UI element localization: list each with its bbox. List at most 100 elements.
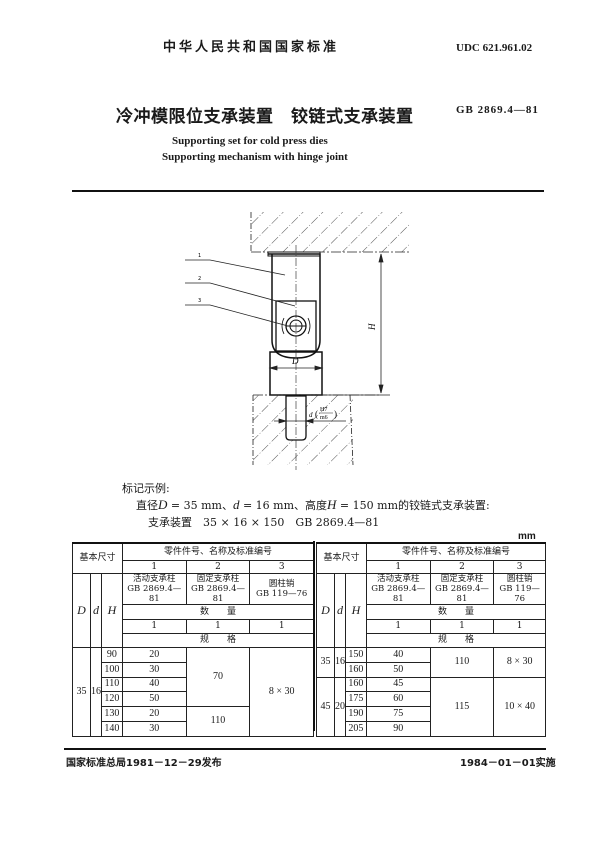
- cell-H: 140: [100, 720, 123, 737]
- part-num-3: 3: [249, 559, 314, 574]
- cell-H: 150: [344, 646, 367, 663]
- symbol-d: d: [232, 497, 240, 512]
- cell-H: 100: [100, 661, 123, 678]
- callout-2: 2: [198, 276, 201, 282]
- part-3-std: GB 119—76: [499, 583, 540, 604]
- symbol-D: D: [158, 497, 168, 512]
- dim-D-label: D: [291, 356, 299, 366]
- cell-p1: 50: [365, 661, 431, 678]
- text-diameter: 直径: [136, 499, 158, 512]
- cell-H: 120: [100, 690, 123, 707]
- part-2-title: 固定支承柱: [196, 573, 240, 584]
- cell-p2: 110: [185, 705, 251, 737]
- cell-p3: 10 × 40: [493, 676, 546, 737]
- spec-header: 规 格: [365, 632, 547, 648]
- cell-p2: 110: [429, 646, 495, 678]
- fit-paren-open: (: [315, 409, 318, 419]
- part-num-3: 3: [493, 559, 546, 574]
- cell-H: 160: [344, 661, 367, 678]
- cell-p1: 30: [121, 720, 187, 737]
- cell-d: 16: [89, 646, 102, 737]
- cell-H: 90: [100, 646, 123, 663]
- quantity-header: 数 量: [365, 603, 547, 620]
- cell-H: 205: [344, 720, 367, 737]
- part-3-title: 圆柱销: [268, 578, 295, 589]
- col-d-header: d: [333, 572, 346, 648]
- fit-shaft: m6: [320, 415, 328, 421]
- text-d-value: = 16 mm、高度: [239, 499, 328, 512]
- cell-H: 130: [100, 705, 123, 722]
- cell-p1: 75: [365, 705, 431, 722]
- spec-header: 规 格: [121, 632, 315, 648]
- qty-2: 1: [429, 618, 495, 634]
- cell-p1: 40: [365, 646, 431, 663]
- cell-D: 45: [316, 676, 335, 737]
- cell-p3: 8 × 30: [493, 646, 546, 678]
- callout-1: 1: [198, 253, 201, 259]
- dim-H-label: H: [367, 323, 377, 331]
- cell-H: 160: [344, 676, 367, 692]
- part-num-2: 2: [185, 559, 251, 574]
- marking-example-designation: 支承装置 35 × 16 × 150 GB 2869.4—81: [148, 516, 380, 529]
- basic-size-header: 基本尺寸: [72, 542, 123, 574]
- fit-paren-close: ): [334, 409, 337, 419]
- part-1-std: GB 2869.4—81: [371, 583, 426, 604]
- cell-p1: 20: [121, 646, 187, 663]
- cell-H: 190: [344, 705, 367, 722]
- qty-3: 1: [493, 618, 546, 634]
- parts-header: 零件件号、名称及标准编号: [365, 542, 547, 561]
- document-title-english-1: Supporting set for cold press dies: [172, 135, 328, 147]
- cell-D: 35: [72, 646, 91, 737]
- dim-d-label: d: [309, 411, 313, 419]
- col-D-header: D: [72, 572, 91, 648]
- height-dimension: [322, 253, 390, 396]
- col-H-header: H: [344, 572, 367, 648]
- qty-3: 1: [249, 618, 314, 634]
- document-title-chinese: 冷冲模限位支承装置 铰链式支承装置: [116, 107, 414, 127]
- cell-p2: 115: [429, 676, 495, 737]
- cell-p1: 90: [365, 720, 431, 737]
- parts-header: 零件件号、名称及标准编号: [121, 542, 315, 561]
- col-H-header: H: [100, 572, 123, 648]
- document-title-english-2: Supporting mechanism with hinge joint: [162, 151, 348, 163]
- cell-H: 110: [100, 676, 123, 692]
- shank: [285, 395, 307, 441]
- cell-p1: 60: [365, 690, 431, 707]
- text-D-value: = 35 mm、: [167, 499, 233, 512]
- marking-example-description: 直径D = 35 mm、d = 16 mm、高度H = 150 mm的铰链式支承…: [136, 497, 490, 513]
- cell-d: 20: [333, 676, 346, 737]
- part-num-1: 1: [365, 559, 431, 574]
- qty-2: 1: [185, 618, 251, 634]
- lower-die-block: [252, 394, 380, 466]
- part-num-1: 1: [121, 559, 187, 574]
- marking-example-title: 标记示例:: [122, 482, 170, 495]
- cell-p1: 30: [121, 661, 187, 678]
- unit-label: mm: [518, 531, 536, 542]
- movable-support-post: [267, 251, 321, 359]
- udc-code: UDC 621.961.02: [456, 42, 533, 54]
- part-3-title: 圆柱销: [506, 573, 533, 584]
- cell-p2: 70: [185, 646, 251, 707]
- cell-p1: 40: [121, 676, 187, 692]
- fit-hole: H7: [320, 407, 327, 413]
- diameter-dimension: [268, 365, 324, 371]
- col-d-header: d: [89, 572, 102, 648]
- standard-code: GB 2869.4—81: [456, 104, 539, 116]
- part-2-std: GB 2869.4—81: [434, 583, 489, 604]
- effective-date: 1984－01－01实施: [460, 758, 556, 769]
- issue-date: 国家标准总局1981－12－29发布: [66, 758, 222, 769]
- callout-3: 3: [198, 298, 201, 304]
- qty-1: 1: [365, 618, 431, 634]
- part-num-2: 2: [429, 559, 495, 574]
- text-H-value: = 150 mm的铰链式支承装置:: [336, 499, 490, 512]
- shank-diameter-dimension: [274, 418, 346, 424]
- part-3-std: GB 119—76: [256, 588, 308, 599]
- issuing-authority-heading: 中华人民共和国国家标准: [163, 40, 340, 55]
